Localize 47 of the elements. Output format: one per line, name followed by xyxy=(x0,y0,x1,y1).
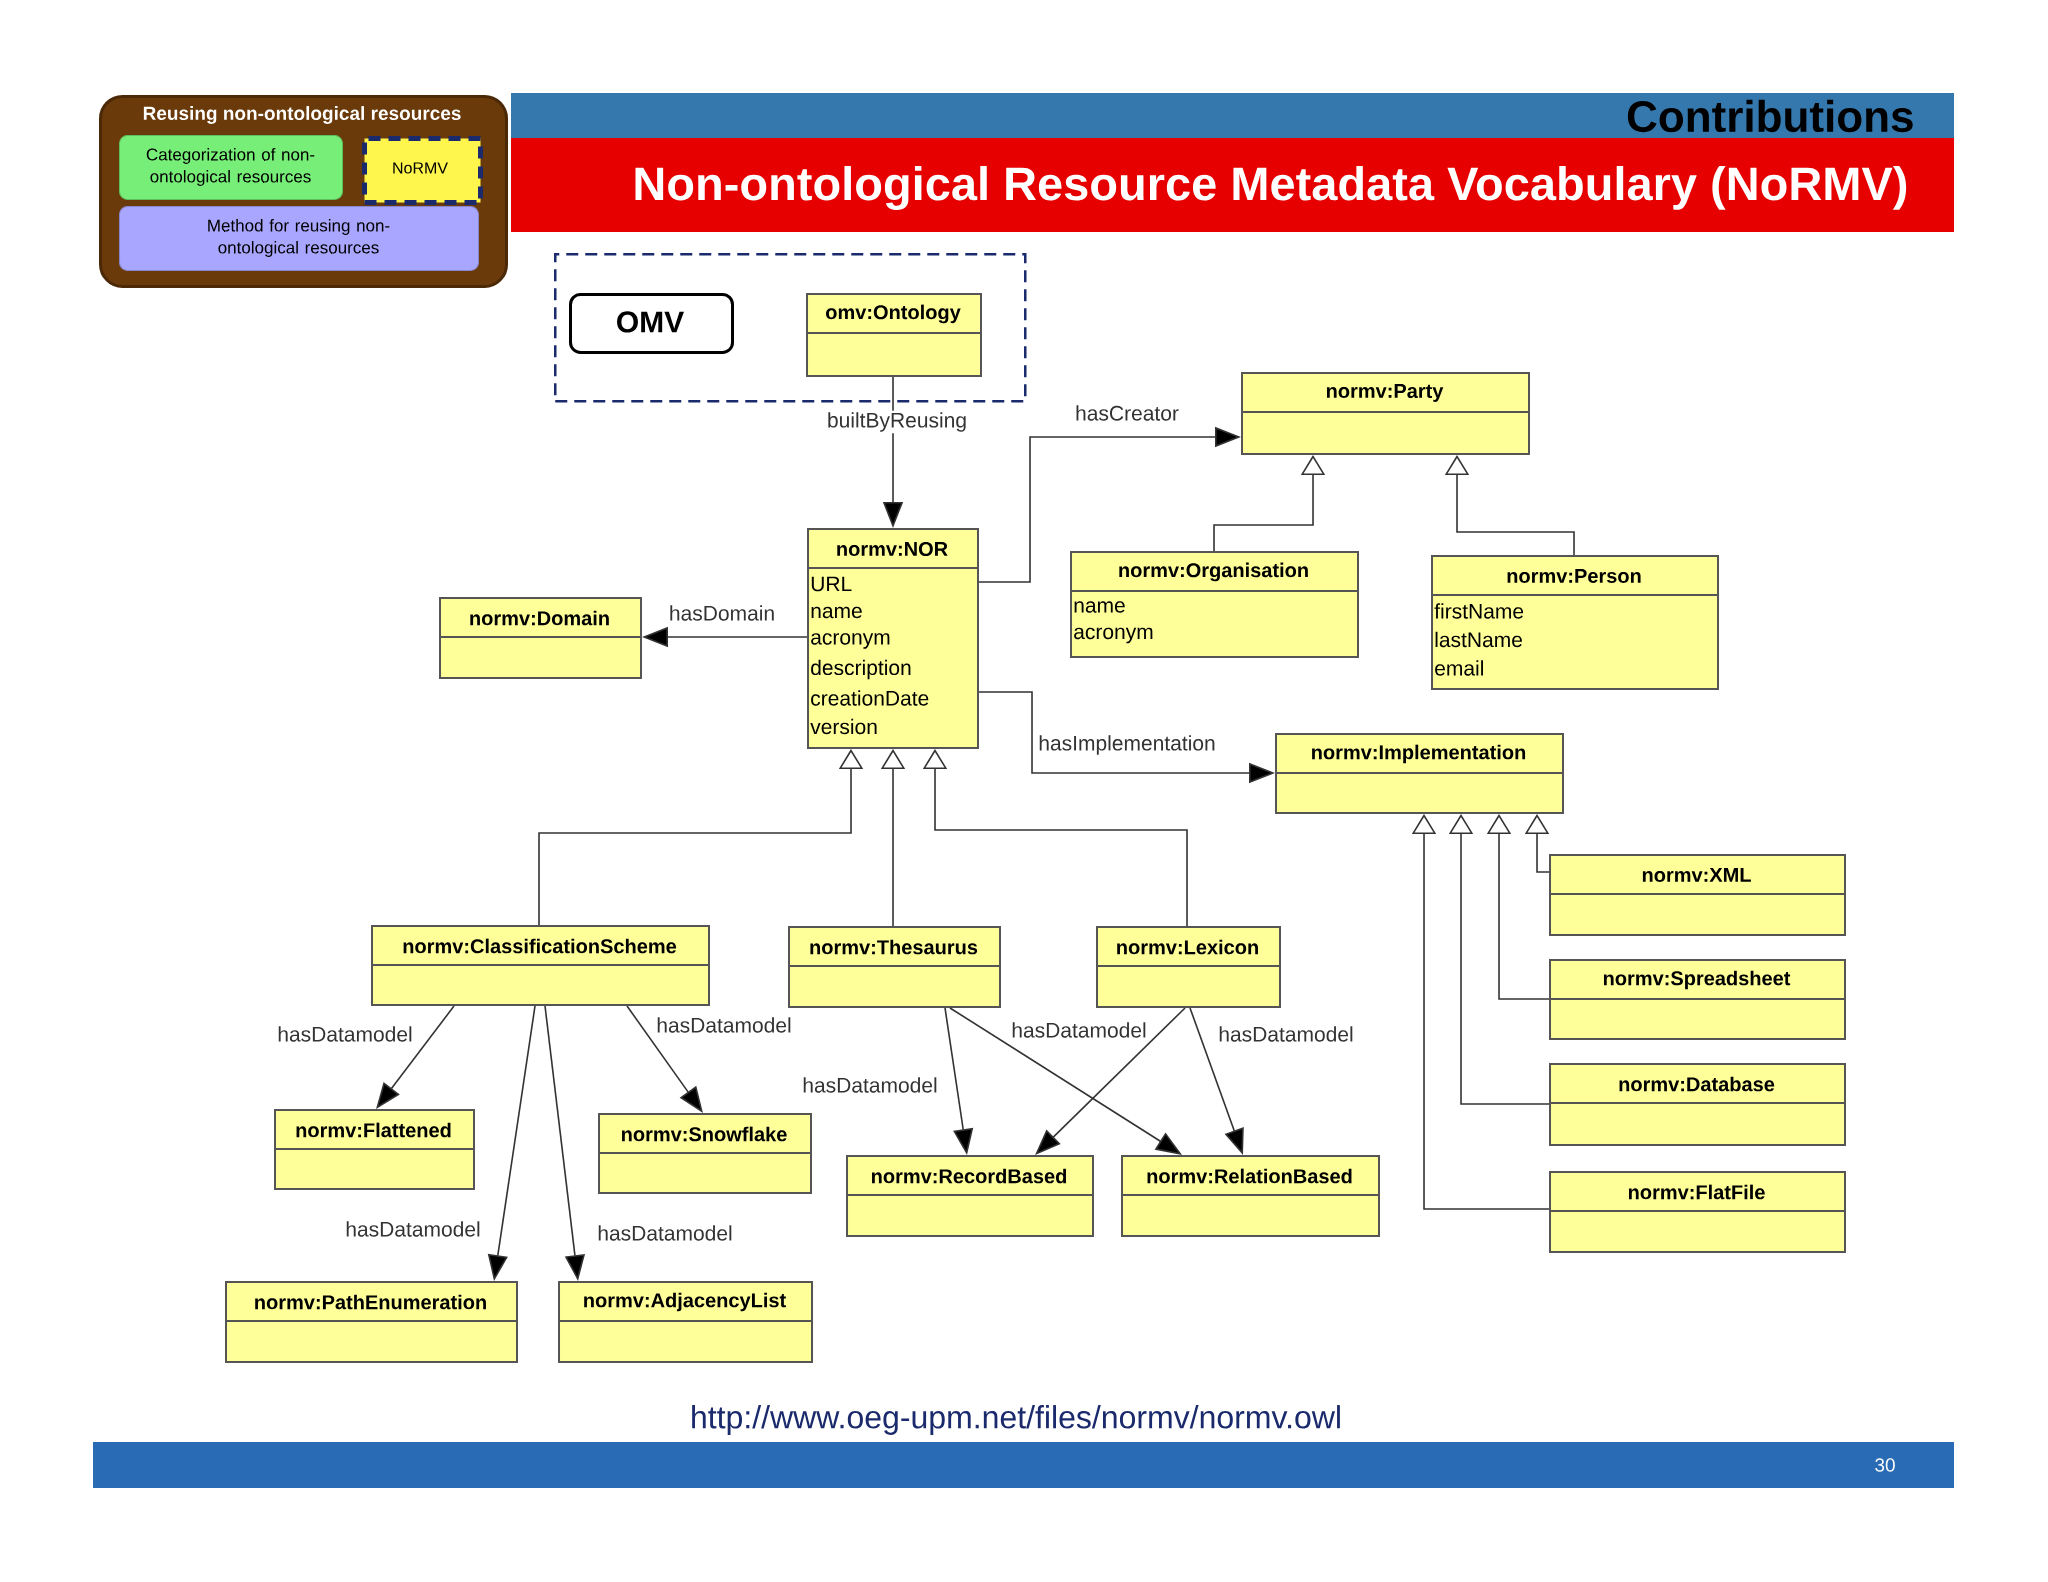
rounded-box: Categorization of non-ontological resources xyxy=(119,135,343,200)
class-box: normv:Thesaurus xyxy=(787,926,1001,1008)
class-box: normv:Snowflake xyxy=(597,1113,812,1194)
class-box: normv:Party xyxy=(1240,372,1530,455)
class-box: normv:PathEnumeration xyxy=(224,1281,518,1363)
class-box: normv:AdjacencyList xyxy=(557,1281,813,1363)
edge-label: hasImplementation xyxy=(1036,733,1218,757)
class-box: omv:Ontology xyxy=(805,293,982,377)
class-box: normv:Domain xyxy=(438,597,642,679)
edge-label: hasDatamodel xyxy=(343,1219,483,1239)
section-header: Contributions xyxy=(511,93,1954,138)
arrow xyxy=(1035,1007,1186,1155)
edge-label: hasDomain xyxy=(667,603,777,623)
class-box: normv:FlatFile xyxy=(1548,1171,1846,1253)
generalization-arrow xyxy=(1448,814,1550,1105)
dashed-box: NoRMV xyxy=(362,136,483,205)
edge-label: hasDatamodel xyxy=(275,1024,415,1044)
edge-label: hasDatamodel xyxy=(800,1075,940,1095)
edge-label: hasDatamodel xyxy=(595,1223,735,1243)
rounded-box: Method for reusing non-ontological resources xyxy=(119,206,479,271)
url-text: http://www.oeg-upm.net/files/normv/normv.owl xyxy=(692,1405,1340,1435)
edge-label: hasCreator xyxy=(1073,403,1181,423)
generalization-arrow xyxy=(1411,814,1550,1210)
edge-label: hasDatamodel xyxy=(654,1015,794,1035)
generalization-arrow xyxy=(922,749,1188,927)
class-box: normv:RelationBased xyxy=(1120,1155,1380,1237)
class-box: normv:NOR URL name acronym description creationDate version xyxy=(806,528,979,749)
edge-label: hasDatamodel xyxy=(1216,1024,1356,1044)
class-box: normv:XML xyxy=(1548,854,1846,936)
class-box: normv:Person firstName lastName email xyxy=(1430,555,1719,690)
class-box: normv:Lexicon xyxy=(1095,926,1281,1008)
rounded-box: OMV xyxy=(569,293,734,354)
class-box: normv:RecordBased xyxy=(845,1155,1094,1237)
dashed-group-frame xyxy=(554,253,1027,403)
class-box: normv:ClassificationScheme xyxy=(370,925,710,1006)
class-box: normv:Flattened xyxy=(273,1109,475,1190)
edge-label: builtByReusing xyxy=(825,410,969,434)
footer-bar: 30 xyxy=(93,1442,1954,1488)
generalization-arrow xyxy=(1444,455,1575,556)
generalization-arrow xyxy=(1486,814,1550,1000)
class-box: normv:Database xyxy=(1548,1063,1846,1146)
class-box: normv:Organisation name acronym xyxy=(1069,551,1359,658)
class-box: normv:Implementation xyxy=(1274,733,1564,814)
title-banner: Non-ontological Resource Metadata Vocabulary (NoRMV) xyxy=(511,138,1954,232)
edge-label: hasDatamodel xyxy=(1009,1020,1149,1040)
generalization-arrow xyxy=(1524,814,1550,873)
class-box: normv:Spreadsheet xyxy=(1548,959,1846,1040)
